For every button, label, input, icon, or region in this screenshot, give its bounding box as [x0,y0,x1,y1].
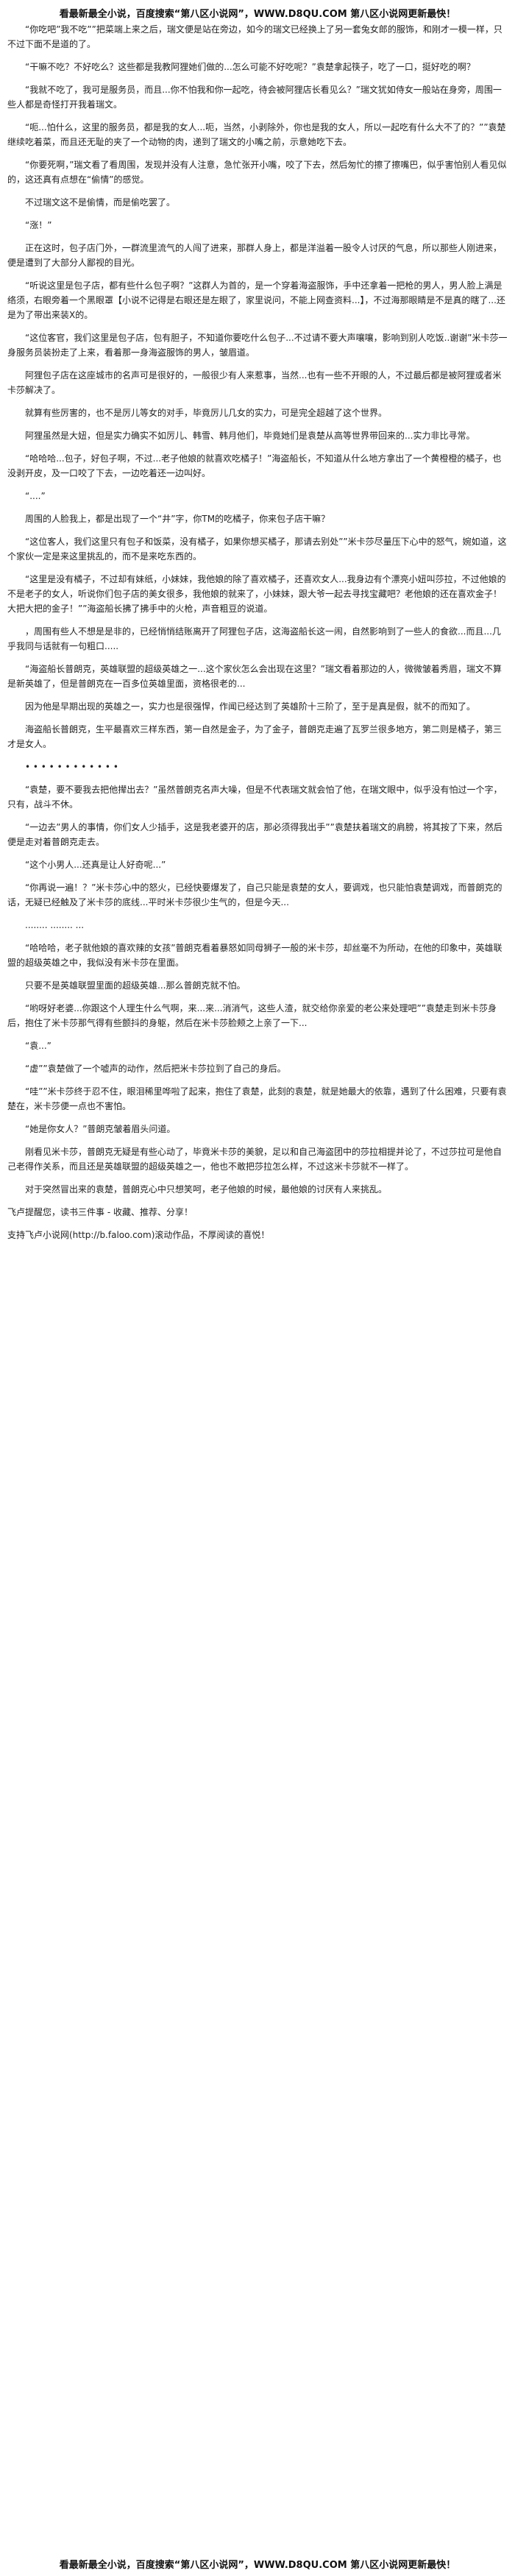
paragraph: 因为他是早期出现的英雄之一，实力也是很强悍，作闻已经达到了英雄阶十三阶了，至于是… [25,701,476,712]
paragraph: ........ ........ ... [25,920,85,930]
paragraph: “哇””米卡莎终于忍不住，眼泪稀里哗啦了起来，抱住了袁楚，此刻的袁楚，就是她最大… [7,1086,507,1111]
paragraph: “虚””袁楚做了一个嘘声的动作，然后把米卡莎拉到了自己的身后。 [25,1064,286,1074]
paragraph: “袁楚，要不要我去把他撵出去？”虽然普朗克名声大噪，但是不代表瑞文就会怕了他，在… [7,785,502,810]
paragraph: “袁...” [25,1041,52,1051]
paragraph: “你再说一遍！？”米卡莎心中的怒火，已经快要爆发了，自己只能是袁楚的女人，要调戏… [7,882,502,907]
paragraph: 不过瑞文这不是偷情，而是偷吃罢了。 [25,197,176,208]
paragraph: 飞卢提醒您，读书三件事 - 收藏、推荐、分享！ [7,1207,193,1217]
paragraph: 就算有些厉害的，也不是厉儿等女的对手，毕竟厉儿几女的实力，可是完全超越了这个世界… [25,408,388,418]
paragraph: 海盗船长普朗克，生平最喜欢三样东西，第一自然是金子，为了金子，普朗克走遍了瓦罗兰… [7,724,502,749]
paragraph: “这里是没有橘子，不过却有妹纸，小妹妹，我他娘的除了喜欢橘子，还喜欢女人...我… [7,574,506,614]
chapter-content: “你吃吧”我不吃””把菜端上来之后，瑞文便是站在旁边，如今的瑞文已经换上了另一套… [7,22,508,2548]
paragraph: ，周围有些人不想是是非的，已经悄悄结账离开了阿狸包子店，这海盗船长这一闹，自然影… [7,626,501,651]
paragraph: “....” [25,491,46,501]
paragraph: “这位客人，我们这里只有包子和饭菜，没有橘子，如果你想买橘子，那请去别处””米卡… [7,537,507,562]
paragraph: • • • • • • • • • • • • [25,762,118,772]
paragraph: 阿狸包子店在这座城市的名声可是很好的，一般很少有人来惹事，当然...也有一些不开… [7,370,502,395]
paragraph: 支持飞卢小说网(http://b.faloo.com)滚动作品，不厚阅读的喜悦！ [7,1230,270,1240]
paragraph: “你吃吧”我不吃””把菜端上来之后，瑞文便是站在旁边，如今的瑞文已经换上了另一套… [7,24,502,49]
paragraph: “这位客官，我们这里是包子店，包有胆子，不知道你要吃什么包子...不过请不要大声… [7,333,508,358]
paragraph: 阿狸虽然是大妞，但是实力确实不如厉儿、韩雪、韩月他们，毕竟她们是袁楚从高等世界带… [25,431,475,441]
paragraph: 刚看见米卡莎，普朗克无疑是有些心动了，毕竟米卡莎的美貌，足以和自己海盗团中的莎拉… [7,1147,502,1172]
paragraph: “听说这里是包子店，都有些什么包子啊？”这群人为首的，是一个穿着海盗服饰，手中还… [7,280,505,320]
paragraph: “一边去”男人的事情，你们女人少插手，这是我老婆开的店，那必须得我出手””袁楚扶… [7,822,502,847]
paragraph: “哈哈哈，老子就他娘的喜欢辣的女孩”普朗克看着暴怒如同母狮子一般的米卡莎，却丝毫… [7,943,502,968]
paragraph: “哟呀好老婆...你跟这个人理生什么气啊，来...来...消消气，这些人渣，就交… [7,1003,497,1028]
paragraph: “她是你女人？”普朗克皱着眉头问道。 [25,1124,176,1134]
paragraph: “你要死啊，”瑞文看了看周围，发现并没有人注意，急忙张开小嘴，咬了下去，然后匆忙… [7,160,507,185]
paragraph: 周围的人脸我上，都是出现了一个“井”字，你TM的吃橘子，你来包子店干嘛？ [25,514,330,524]
paragraph: “我就不吃了，我可是服务员，而且...你不怕我和你一起吃，待会被阿狸店长看见么？… [7,85,502,110]
paragraph: “海盗船长普朗克，英雄联盟的超级英雄之一...这个家伙怎么会出现在这里？”瑞文看… [7,664,502,689]
paragraph: “呃...怕什么，这里的服务员，都是我的女人...呃，当然，小剥除外，你也是我的… [7,122,506,147]
paragraph: “涨！” [25,220,52,230]
paragraph: “干嘛不吃？不好吃么？这些都是我教阿狸她们做的...怎么可能不好吃呢？”袁楚拿起… [25,62,475,72]
paragraph: “哈哈哈...包子，好包子啊，不过...老子他娘的就喜欢吃橘子！”海盗船长，不知… [7,453,502,478]
paragraph: 只要不是英雄联盟里面的超级英雄...那么普朗克就不怕。 [25,980,246,991]
top-banner: 看最新最全小说，百度搜索“第八区小说网”，WWW.D8QU.COM 第八区小说网… [59,9,456,20]
bottom-banner: 看最新最全小说，百度搜索“第八区小说网”，WWW.D8QU.COM 第八区小说网… [59,2560,456,2571]
paragraph: “这个小男人...还真是让人好奇呢...” [25,860,166,870]
paragraph: 对于突然冒出来的袁楚，普朗克心中只想笑呵，老子他娘的时候，最他娘的讨厌有人来挑乱… [25,1184,388,1195]
paragraph: 正在这时，包子店门外，一群流里流气的人闯了进来，那群人身上，都是洋溢着一股令人讨… [7,243,502,268]
